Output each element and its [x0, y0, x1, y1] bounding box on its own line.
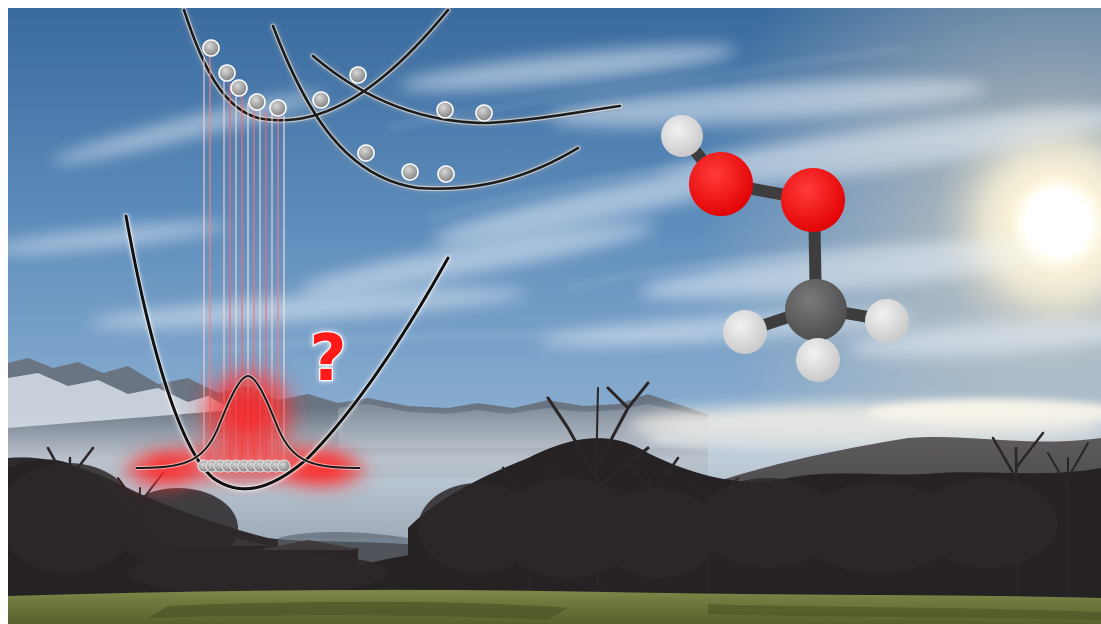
gaussian-distribution	[135, 373, 361, 470]
bead	[357, 144, 375, 162]
sun	[978, 143, 1101, 303]
hydrogen-atom	[723, 310, 767, 354]
bead	[248, 93, 266, 111]
red-glow	[118, 361, 373, 492]
hydrogen-atom	[796, 338, 840, 382]
bead	[349, 66, 367, 84]
cirrus-clouds	[8, 45, 1101, 358]
bead	[475, 104, 493, 122]
bead	[312, 91, 330, 109]
tree-canopy-texture	[8, 463, 1058, 595]
upper-curve-beads	[202, 39, 493, 183]
ground-state-potential	[123, 213, 451, 492]
bead	[269, 99, 287, 117]
bead	[436, 101, 454, 119]
meadow	[8, 589, 1101, 624]
illustration-scene: ?	[8, 8, 1101, 624]
oxygen-atom	[781, 168, 845, 232]
question-mark: ?	[309, 322, 346, 396]
bead	[202, 39, 220, 57]
cloud-streaks	[207, 47, 1049, 349]
scene-svg: ?	[8, 8, 1101, 624]
bead	[437, 165, 455, 183]
hydrogen-atom	[661, 115, 703, 157]
ground-state-beads	[197, 459, 291, 473]
upper-potential-curves	[181, 8, 623, 192]
carbon-atom	[785, 279, 847, 341]
molecule-model	[661, 115, 909, 382]
hydrogen-atom	[865, 299, 909, 343]
bead	[277, 459, 291, 473]
bead	[230, 79, 248, 97]
bead	[218, 64, 236, 82]
bead	[401, 163, 419, 181]
oxygen-atom	[689, 152, 753, 216]
